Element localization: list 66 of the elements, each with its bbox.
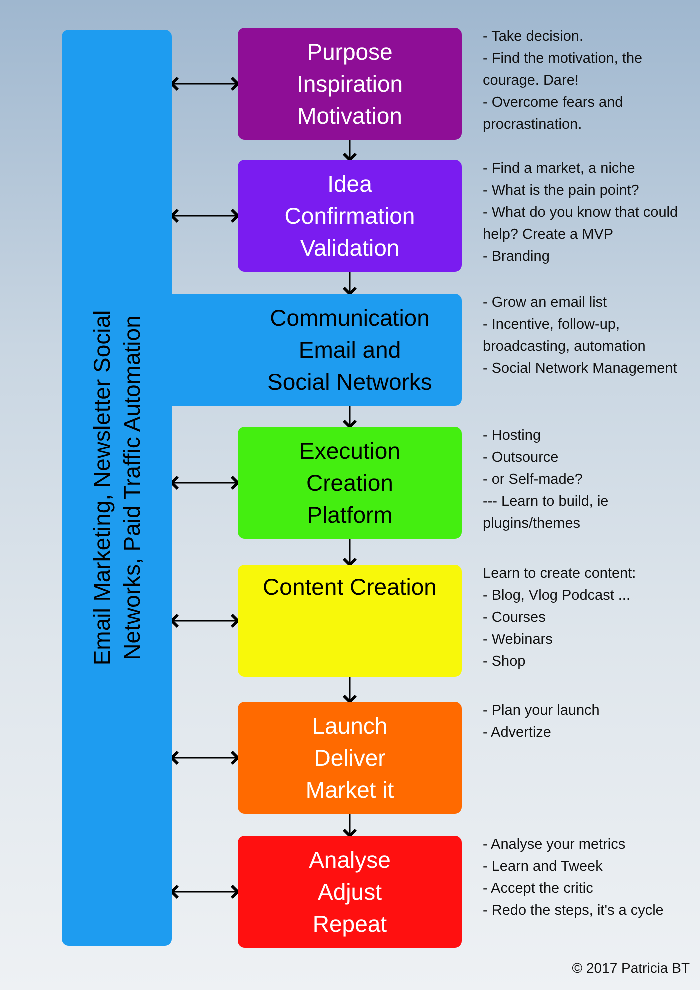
- note-text: - Accept the critic: [483, 880, 594, 899]
- note-text: - Hosting: [483, 427, 542, 446]
- process-box: [238, 160, 462, 272]
- note-text: - Incentive, follow-up, broadcasting, automation: [483, 316, 647, 357]
- chevron-arrow: [170, 76, 240, 92]
- box-text: Inspiration: [296, 70, 404, 99]
- chevron-arrow: [170, 750, 240, 766]
- note-text: - Take decision.: [483, 28, 584, 47]
- note-text: - Overcome fears and procrastination.: [483, 94, 624, 135]
- chevron-arrow: [342, 814, 358, 838]
- note-text: --- Learn to build, ie plugins/themes: [483, 493, 610, 534]
- copyright-note: © 2017 Patricia BT: [572, 960, 690, 976]
- note-text: - Learn and Tweek: [483, 858, 604, 877]
- box-text: Market it: [306, 776, 394, 805]
- note-text: - or Self-made?: [483, 471, 584, 490]
- note-text: - Courses: [483, 609, 547, 628]
- chevron-arrow: [342, 140, 358, 162]
- note-text: - Grow an email list: [483, 294, 608, 313]
- process-box: [172, 294, 462, 406]
- process-box: [238, 836, 462, 948]
- box-text: Content Creation: [263, 573, 437, 602]
- box-text: Email Marketing, Newsletter Social Networks, Paid Traffic Automation: [88, 309, 146, 668]
- note-text: - Redo the steps, it's a cycle: [483, 902, 665, 921]
- box-text: Repeat: [312, 910, 388, 939]
- chevron-arrow: [170, 884, 240, 900]
- box-text: Launch: [312, 712, 388, 741]
- note-text: - Find a market, a niche: [483, 160, 636, 179]
- box-text: Adjust: [318, 878, 382, 907]
- box-text: Analyse: [309, 846, 391, 875]
- note-text: - Find the motivation, the courage. Dare!: [483, 50, 644, 91]
- chevron-arrow: [342, 272, 358, 296]
- chevron-arrow: [342, 406, 358, 428]
- note-text: - Outsource: [483, 449, 560, 468]
- process-box: [238, 565, 462, 677]
- box-text: Platform: [307, 501, 393, 530]
- chevron-arrow: [170, 614, 240, 628]
- box-text: Purpose: [307, 38, 393, 67]
- box-text: Deliver: [314, 744, 386, 773]
- process-box: [238, 28, 462, 140]
- note-text: - Shop: [483, 653, 527, 672]
- box-text: Validation: [300, 234, 400, 263]
- box-text: Creation: [306, 469, 394, 498]
- process-box: [238, 427, 462, 539]
- note-text: - Branding: [483, 248, 551, 267]
- box-text: Social Networks: [268, 368, 432, 397]
- box-text: Motivation: [298, 102, 402, 131]
- note-text: - Advertize: [483, 724, 552, 743]
- box-text: Confirmation: [284, 202, 416, 231]
- chevron-arrow: [342, 539, 358, 566]
- note-text: - Blog, Vlog Podcast ...: [483, 587, 632, 606]
- box-text: Execution: [299, 437, 400, 466]
- note-text: - What is the pain point?: [483, 182, 640, 201]
- box-text: Idea: [328, 170, 372, 199]
- box-text: Communication: [270, 304, 430, 333]
- vertical-band: [62, 30, 172, 946]
- box-text: Email and: [298, 336, 402, 365]
- chevron-arrow: [170, 208, 240, 224]
- process-box: [238, 702, 462, 814]
- chevron-arrow: [342, 677, 358, 704]
- note-text: Learn to create content:: [483, 565, 638, 584]
- note-text: - Webinars: [483, 631, 554, 650]
- note-text: - Social Network Management: [483, 360, 678, 379]
- note-text: - What do you know that could help? Create a MVP: [483, 204, 680, 245]
- chevron-arrow: [170, 476, 240, 490]
- note-text: - Analyse your metrics: [483, 836, 627, 855]
- note-text: - Plan your launch: [483, 702, 601, 721]
